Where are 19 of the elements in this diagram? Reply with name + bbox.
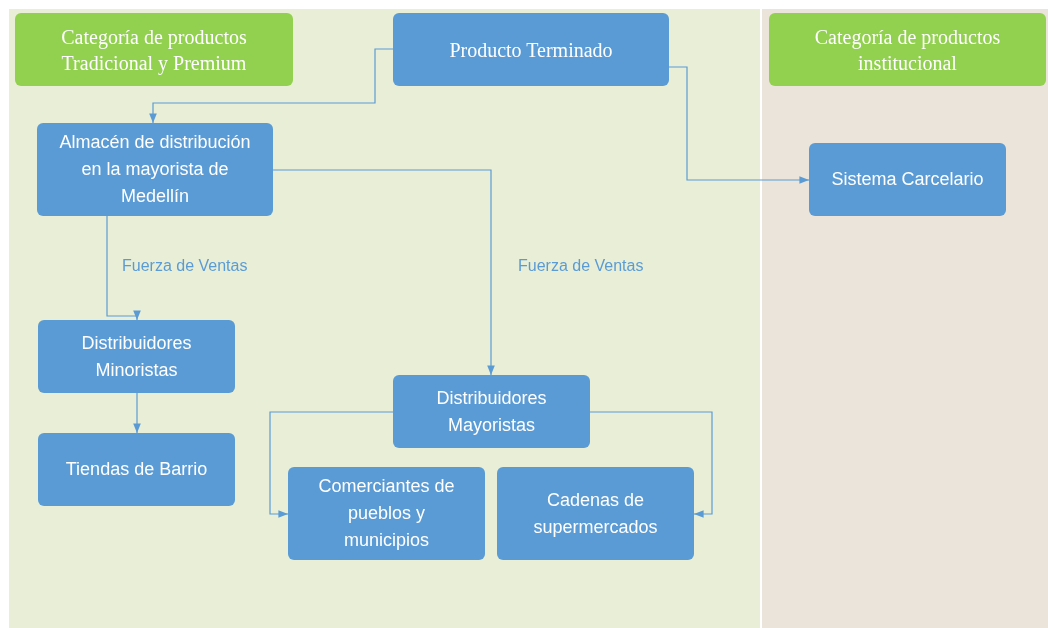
connector-arrow: [589, 411, 713, 518]
connector-arrow: [133, 392, 141, 434]
process-box: Cadenas de supermercados: [497, 467, 694, 560]
category-box: Categoría de productos Tradicional y Premium: [15, 13, 293, 86]
connector-arrow: [149, 48, 394, 124]
connector-arrow: [272, 169, 495, 376]
process-box: Comerciantes de pueblos y municipios: [288, 467, 485, 560]
process-box: Distribuidores Mayoristas: [393, 375, 590, 448]
process-box: Tiendas de Barrio: [38, 433, 235, 506]
category-box: Categoría de productos institucional: [769, 13, 1046, 86]
process-box: Producto Terminado: [393, 13, 669, 86]
connector-arrow: [668, 66, 810, 184]
connector-arrow: [269, 411, 394, 518]
panel-background: [762, 9, 1048, 628]
process-box: Distribuidores Minoristas: [38, 320, 235, 393]
process-box: Sistema Carcelario: [809, 143, 1006, 216]
process-box: Almacén de distribución en la mayorista de Medellín: [37, 123, 273, 216]
panel-background: [9, 9, 760, 628]
connector-arrow: [106, 215, 141, 321]
